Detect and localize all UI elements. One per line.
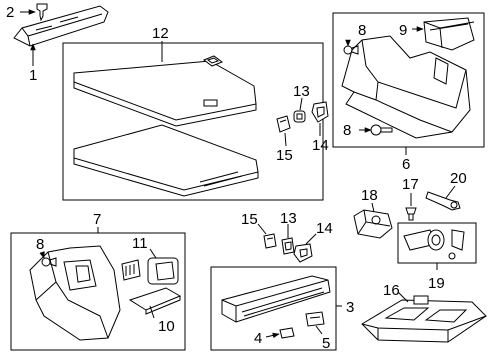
storage-bin-part bbox=[423, 17, 475, 51]
floor-panel-upper bbox=[73, 60, 257, 127]
clip-15a-part bbox=[276, 115, 291, 133]
access-cover-11-part bbox=[147, 257, 179, 285]
strut-20-part bbox=[425, 191, 461, 211]
callout-13-upper: 13 bbox=[293, 83, 310, 100]
callout-10: 10 bbox=[158, 318, 175, 335]
damper-18-part bbox=[353, 209, 393, 239]
callout-17: 17 bbox=[402, 176, 419, 193]
callout-14-lower: 14 bbox=[316, 220, 333, 237]
rear-trim-bar-part bbox=[13, 5, 109, 47]
leader-13a bbox=[299, 97, 303, 111]
right-side-trim-box bbox=[332, 12, 485, 148]
callout-20: 20 bbox=[450, 170, 467, 187]
access-cover-10-part bbox=[128, 287, 182, 315]
right-side-trim-panel bbox=[341, 35, 471, 139]
callout-19: 19 bbox=[428, 275, 445, 292]
floor-handle-part bbox=[202, 55, 224, 67]
callout-4: 4 bbox=[254, 330, 262, 347]
callout-18: 18 bbox=[361, 187, 378, 204]
retainer-5-part bbox=[305, 311, 325, 327]
leader-11 bbox=[149, 248, 157, 259]
leader-15b bbox=[257, 223, 267, 235]
callout-2: 2 bbox=[6, 4, 14, 21]
callout-14-upper: 14 bbox=[312, 137, 329, 154]
sill-plate-part bbox=[221, 275, 331, 323]
leader-20 bbox=[445, 185, 456, 199]
leader-14b bbox=[305, 233, 317, 245]
tray-16-part bbox=[361, 295, 487, 343]
sill-plate-box bbox=[210, 266, 337, 351]
callout-15-upper: 15 bbox=[276, 147, 293, 164]
callout-11: 11 bbox=[132, 235, 148, 252]
push-clip-part bbox=[36, 3, 48, 22]
bracket-14a-part bbox=[311, 101, 329, 123]
callout-1: 1 bbox=[29, 67, 37, 84]
leader-8a bbox=[39, 251, 45, 259]
callout-16: 16 bbox=[383, 282, 400, 299]
callout-3: 3 bbox=[346, 299, 354, 316]
leader-15a bbox=[284, 132, 287, 147]
fastener-17-part bbox=[405, 207, 417, 221]
bracket-13a-part bbox=[293, 110, 306, 123]
callout-15-lower: 15 bbox=[241, 211, 258, 228]
clip-8a-part bbox=[41, 257, 57, 267]
bracket-13b-part bbox=[281, 237, 295, 255]
leader-10 bbox=[149, 305, 155, 319]
callout-8-right-top: 8 bbox=[358, 22, 366, 39]
floor-mat-lower bbox=[73, 124, 259, 197]
retainer-4-part bbox=[279, 327, 295, 339]
bracket-14b-part bbox=[293, 243, 313, 263]
leader-18 bbox=[371, 202, 375, 213]
callout-8-left: 8 bbox=[36, 236, 44, 253]
bolt-8c-part bbox=[370, 124, 393, 136]
callout-6: 6 bbox=[402, 156, 410, 173]
lamp-19-part bbox=[403, 229, 465, 260]
leader-16 bbox=[397, 291, 409, 303]
leader-5 bbox=[315, 325, 323, 335]
callout-8-right-bottom: 8 bbox=[343, 122, 351, 139]
callout-7: 7 bbox=[93, 211, 101, 228]
left-side-trim-panel bbox=[29, 245, 121, 341]
floor-panel-group-box bbox=[62, 42, 324, 201]
callout-13-lower: 13 bbox=[280, 210, 297, 227]
leader-4 bbox=[265, 332, 280, 339]
vent-part bbox=[121, 259, 141, 281]
clip-15b-part bbox=[263, 233, 277, 249]
callout-9: 9 bbox=[399, 22, 407, 39]
callout-5: 5 bbox=[322, 335, 330, 352]
callout-12: 12 bbox=[152, 25, 169, 42]
